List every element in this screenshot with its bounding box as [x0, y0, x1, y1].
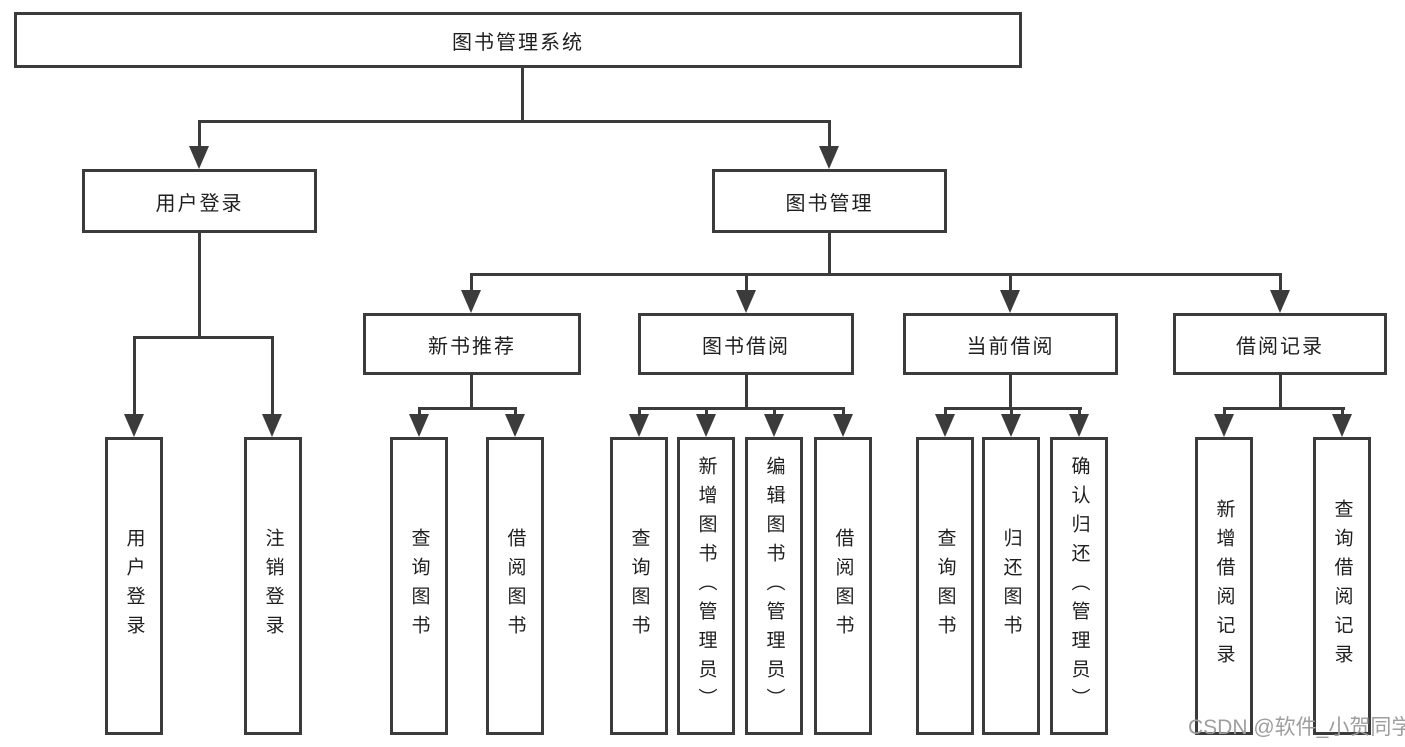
- node-borrow-records-label: 借阅记录: [1236, 335, 1324, 358]
- arrow-head: [1332, 414, 1352, 437]
- node-leaf-borrow-book-1: 借阅图书: [486, 437, 544, 735]
- v-line: [638, 407, 641, 416]
- node-leaf-query-book-1-label: 查询图书: [408, 528, 430, 644]
- v-line: [418, 407, 421, 416]
- h-line: [944, 407, 1082, 410]
- node-leaf-return-book: 归还图书: [982, 437, 1040, 735]
- node-leaf-add-borrow-record: 新增借阅记录: [1195, 437, 1253, 735]
- arrow-head: [1069, 414, 1089, 437]
- arrow-head: [696, 414, 716, 437]
- v-line: [1078, 407, 1081, 416]
- node-leaf-query-borrow-record-label: 查询借阅记录: [1331, 499, 1353, 673]
- v-line: [828, 233, 831, 273]
- node-leaf-borrow-book-1-label: 借阅图书: [504, 528, 526, 644]
- node-current-borrow: 当前借阅: [903, 313, 1118, 375]
- node-leaf-confirm-return-admin-label: 确认归还（管理员）: [1068, 455, 1090, 717]
- v-line: [1223, 407, 1226, 416]
- node-leaf-query-book-3: 查询图书: [916, 437, 974, 735]
- node-user-login: 用户登录: [82, 169, 317, 233]
- node-leaf-logout-label: 注销登录: [262, 528, 284, 644]
- node-new-book-recommend: 新书推荐: [363, 313, 581, 375]
- h-line: [470, 273, 1282, 276]
- arrow-head: [935, 414, 955, 437]
- arrow-head: [505, 414, 525, 437]
- arrow-head: [409, 414, 429, 437]
- v-line: [1341, 407, 1344, 416]
- v-line: [1009, 273, 1012, 292]
- node-current-borrow-label: 当前借阅: [966, 335, 1055, 358]
- arrow-head: [262, 414, 282, 437]
- node-new-book-recommend-label: 新书推荐: [428, 335, 516, 358]
- v-line: [944, 407, 947, 416]
- node-leaf-query-book-1: 查询图书: [390, 437, 448, 735]
- node-leaf-add-book-admin: 新增图书（管理员）: [677, 437, 735, 735]
- h-line: [198, 120, 830, 123]
- node-root-label: 图书管理系统: [452, 31, 584, 54]
- node-user-login-label: 用户登录: [155, 192, 244, 215]
- node-leaf-edit-book-admin-label: 编辑图书（管理员）: [763, 455, 785, 717]
- v-line: [470, 273, 473, 292]
- arrow-head: [189, 146, 209, 169]
- node-borrow-records: 借阅记录: [1173, 313, 1387, 375]
- v-line: [773, 407, 776, 416]
- h-line: [133, 336, 274, 339]
- arrow-head: [736, 290, 756, 313]
- h-line: [418, 407, 517, 410]
- arrow-head: [461, 290, 481, 313]
- arrow-head: [1214, 414, 1234, 437]
- node-leaf-add-book-admin-label: 新增图书（管理员）: [695, 455, 717, 717]
- v-line: [705, 407, 708, 416]
- arrow-head: [819, 146, 839, 169]
- arrow-head: [1270, 290, 1290, 313]
- node-leaf-borrow-book-2: 借阅图书: [814, 437, 872, 735]
- v-line: [198, 120, 201, 148]
- watermark: CSDN @软件_小贺同学: [1188, 716, 1405, 739]
- v-line: [1010, 407, 1013, 416]
- v-line: [133, 336, 136, 416]
- node-root: 图书管理系统: [14, 12, 1022, 68]
- v-line: [1279, 273, 1282, 292]
- v-line: [745, 375, 748, 407]
- h-line: [1223, 407, 1345, 410]
- node-leaf-user-login: 用户登录: [105, 437, 163, 735]
- v-line: [745, 273, 748, 292]
- v-line: [828, 120, 831, 148]
- v-line: [1009, 375, 1012, 407]
- arrow-head: [833, 414, 853, 437]
- arrow-head: [124, 414, 144, 437]
- v-line: [842, 407, 845, 416]
- node-leaf-edit-book-admin: 编辑图书（管理员）: [745, 437, 803, 735]
- node-leaf-return-book-label: 归还图书: [1000, 528, 1022, 644]
- arrow-head: [764, 414, 784, 437]
- node-leaf-add-borrow-record-label: 新增借阅记录: [1213, 499, 1235, 673]
- node-book-management-label: 图书管理: [785, 192, 874, 215]
- node-leaf-query-book-2: 查询图书: [610, 437, 668, 735]
- v-line: [271, 336, 274, 416]
- v-line: [470, 375, 473, 407]
- node-leaf-query-borrow-record: 查询借阅记录: [1313, 437, 1371, 735]
- arrow-head: [629, 414, 649, 437]
- arrow-head: [1001, 414, 1021, 437]
- node-leaf-borrow-book-2-label: 借阅图书: [832, 528, 854, 644]
- node-book-management: 图书管理: [712, 169, 947, 233]
- arrow-head: [1000, 290, 1020, 313]
- node-leaf-user-login-label: 用户登录: [123, 528, 145, 644]
- h-line: [638, 407, 845, 410]
- node-leaf-confirm-return-admin: 确认归还（管理员）: [1050, 437, 1108, 735]
- node-leaf-query-book-2-label: 查询图书: [628, 528, 650, 644]
- node-leaf-query-book-3-label: 查询图书: [934, 528, 956, 644]
- v-line: [198, 233, 201, 336]
- node-book-borrow: 图书借阅: [638, 313, 854, 375]
- v-line: [521, 68, 524, 120]
- node-book-borrow-label: 图书借阅: [702, 335, 790, 358]
- node-leaf-logout: 注销登录: [244, 437, 302, 735]
- v-line: [514, 407, 517, 416]
- v-line: [1279, 375, 1282, 407]
